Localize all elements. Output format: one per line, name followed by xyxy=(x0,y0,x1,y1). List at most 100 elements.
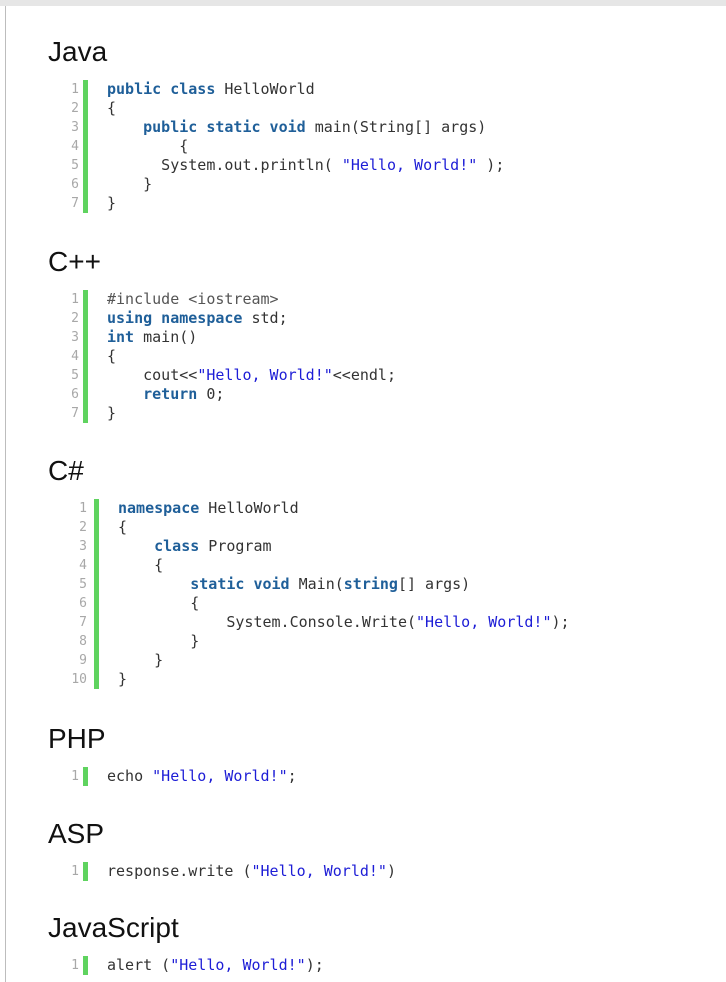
code-line: 4 { xyxy=(54,137,726,156)
gutter-bar xyxy=(83,347,88,366)
code-text: } xyxy=(107,194,116,213)
code-line: 10} xyxy=(54,670,726,689)
gutter-bar xyxy=(94,670,99,689)
code-line: 9 } xyxy=(54,651,726,670)
code-token: string xyxy=(343,575,398,593)
code-line: 6 return 0; xyxy=(54,385,726,404)
code-token: { xyxy=(118,556,164,574)
line-number: 5 xyxy=(71,368,79,383)
code-line: 6 } xyxy=(54,175,726,194)
code-token xyxy=(107,118,143,136)
code-token: int xyxy=(107,328,135,346)
line-number: 7 xyxy=(79,615,87,630)
code-text: } xyxy=(118,651,163,670)
code-token: ); xyxy=(477,156,505,174)
code-text: response.write ("Hello, World!") xyxy=(107,862,396,881)
code-text: return 0; xyxy=(107,385,224,404)
code-text: alert ("Hello, World!"); xyxy=(107,956,324,975)
code-token: Main( xyxy=(289,575,344,593)
code-line: 1#include <iostream> xyxy=(54,290,726,309)
gutter-bar xyxy=(83,366,88,385)
code-token: echo xyxy=(107,767,153,785)
code-text: cout<<"Hello, World!"<<endl; xyxy=(107,366,396,385)
code-token: ; xyxy=(287,767,297,785)
code-token: } xyxy=(118,632,200,650)
line-number: 1 xyxy=(71,769,79,784)
gutter-bar xyxy=(83,328,88,347)
code-text: } xyxy=(107,175,152,194)
code-token: "Hello, World!" xyxy=(416,613,552,631)
code-token: { xyxy=(118,594,200,612)
code-token: System.Console.Write( xyxy=(118,613,417,631)
code-text: int main() xyxy=(107,328,197,347)
line-number: 6 xyxy=(71,387,79,402)
code-line: 8 } xyxy=(54,632,726,651)
code-line: 6 { xyxy=(54,594,726,613)
gutter-bar xyxy=(94,556,99,575)
code-token: main() xyxy=(134,328,198,346)
code-token: } xyxy=(107,404,117,422)
code-text: { xyxy=(118,518,127,537)
line-number: 6 xyxy=(71,177,79,192)
code-token: <<endl; xyxy=(332,366,396,384)
line-number: 2 xyxy=(71,311,79,326)
code-token: { xyxy=(107,99,117,117)
top-bar xyxy=(0,0,726,6)
code-token: class xyxy=(154,537,200,555)
code-text: public static void main(String[] args) xyxy=(107,118,486,137)
section-title: Java xyxy=(48,36,108,67)
line-number: 7 xyxy=(71,196,79,211)
code-line: 5 static void Main(string[] args) xyxy=(54,575,726,594)
gutter-bar xyxy=(83,175,88,194)
gutter-bar xyxy=(94,575,99,594)
gutter-bar xyxy=(83,385,88,404)
code-text: } xyxy=(118,670,127,689)
code-line: 7 System.Console.Write("Hello, World!"); xyxy=(54,613,726,632)
code-line: 5 cout<<"Hello, World!"<<endl; xyxy=(54,366,726,385)
code-token: static void xyxy=(190,575,290,593)
section-title: JavaScript xyxy=(48,912,179,943)
code-token: HelloWorld xyxy=(199,499,299,517)
line-number: 2 xyxy=(71,101,79,116)
section-title: C# xyxy=(48,455,84,486)
code-token: } xyxy=(107,194,117,212)
code-text: System.Console.Write("Hello, World!"); xyxy=(118,613,569,632)
code-token: alert ( xyxy=(107,956,171,974)
gutter-bar xyxy=(94,499,99,518)
code-token: "Hello, World!" xyxy=(341,156,478,174)
line-number: 1 xyxy=(71,82,79,97)
code-block: 1 alert ("Hello, World!"); xyxy=(54,956,726,975)
gutter-bar xyxy=(94,518,99,537)
code-token: HelloWorld xyxy=(215,80,315,98)
gutter-bar xyxy=(94,651,99,670)
gutter-bar xyxy=(83,99,88,118)
code-token: } xyxy=(107,175,153,193)
line-number: 1 xyxy=(71,292,79,307)
code-token: Program xyxy=(199,537,272,555)
gutter-bar xyxy=(83,309,88,328)
line-number: 1 xyxy=(71,958,79,973)
left-border xyxy=(5,6,6,982)
section-title: ASP xyxy=(48,818,105,849)
code-token: main(String[] args) xyxy=(305,118,487,136)
code-text: { xyxy=(118,594,199,613)
line-number: 8 xyxy=(79,634,87,649)
code-token: ) xyxy=(386,862,396,880)
code-token: return xyxy=(143,385,198,403)
gutter-bar xyxy=(83,862,88,881)
code-line: 3 class Program xyxy=(54,537,726,556)
code-token: "Hello, World!" xyxy=(152,767,288,785)
section-title: C++ xyxy=(48,246,101,277)
line-number: 3 xyxy=(71,120,79,135)
code-block: 1 echo "Hello, World!"; xyxy=(54,767,726,786)
code-line: 1 echo "Hello, World!"; xyxy=(54,767,726,786)
